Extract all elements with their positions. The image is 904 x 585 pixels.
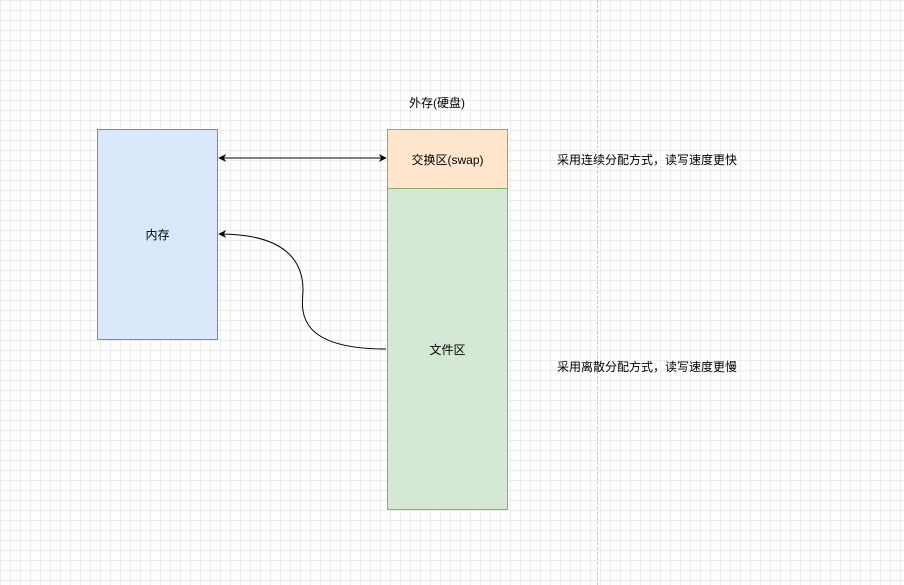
swap-area-box[interactable]: 交换区(swap)	[387, 129, 508, 189]
file-area-box[interactable]: 文件区	[387, 188, 508, 510]
file-area-label: 文件区	[429, 342, 466, 357]
swap-note: 采用连续分配方式，读写速度更快	[557, 153, 738, 167]
swap-area-label: 交换区(swap)	[411, 152, 484, 167]
file-note: 采用离散分配方式，读写速度更慢	[557, 360, 738, 374]
files-to-memory-arrow[interactable]	[218, 230, 387, 350]
disk-title: 外存(硬盘)	[409, 96, 465, 110]
page-boundary-guide	[597, 0, 598, 585]
memory-label: 内存	[145, 228, 170, 242]
memory-box[interactable]: 内存	[97, 129, 218, 340]
